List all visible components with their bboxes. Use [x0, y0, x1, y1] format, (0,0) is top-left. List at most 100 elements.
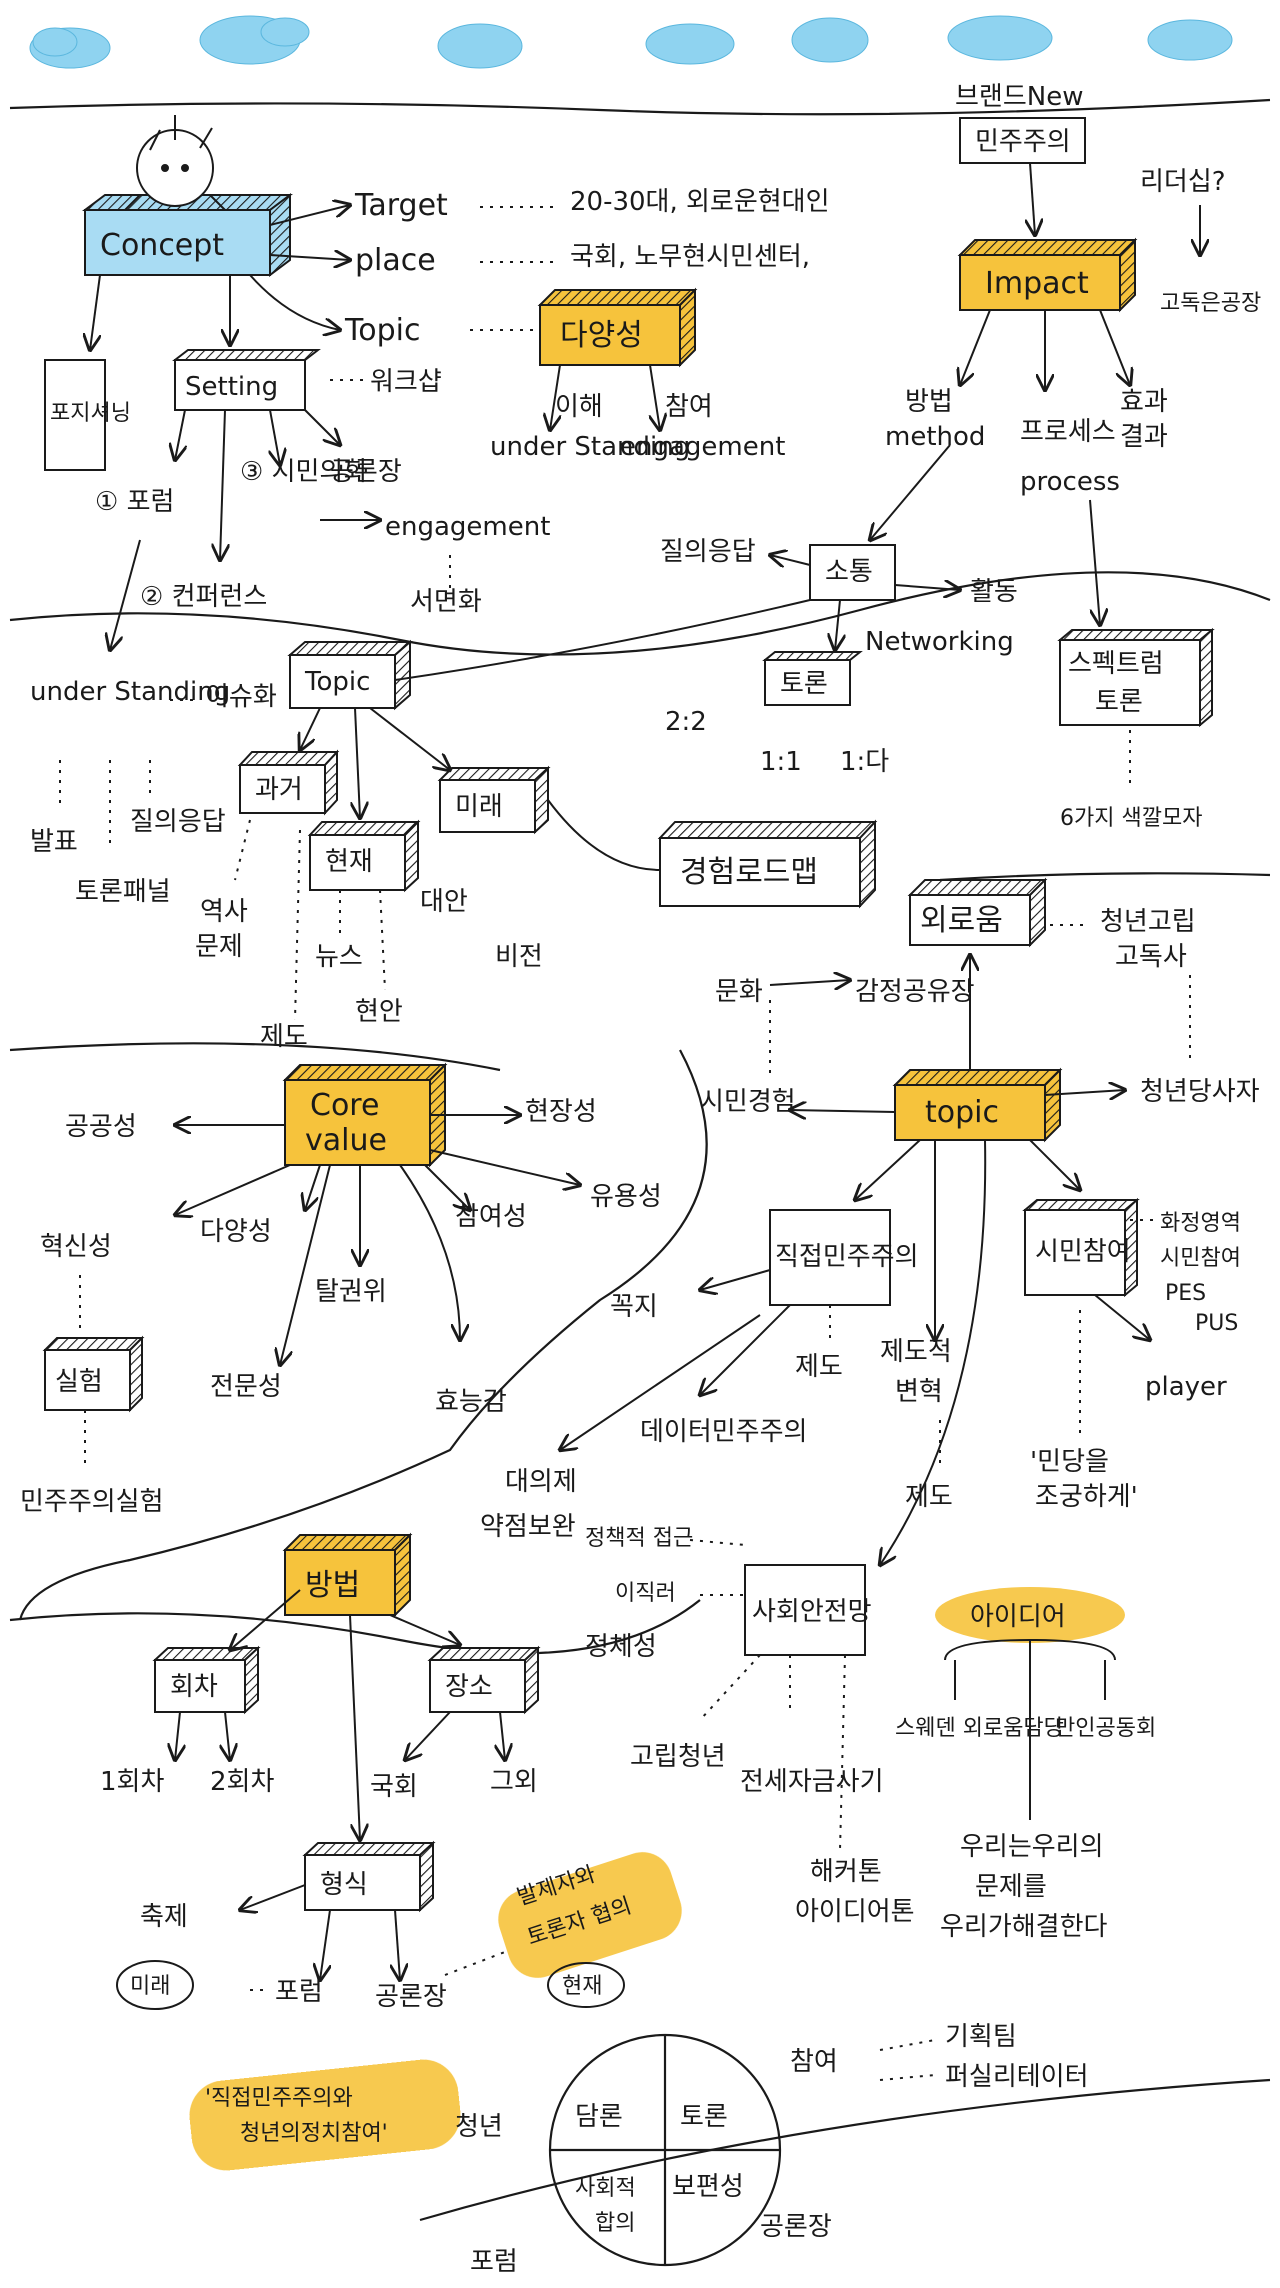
divider-lines: [9, 98, 1271, 2222]
communication-label: 소통: [825, 557, 873, 587]
method-label: method: [885, 422, 985, 452]
idea-thon-label: 아이디어톤: [795, 1897, 915, 1927]
concept-label: Concept: [100, 228, 224, 263]
history-label: 역사: [200, 897, 248, 927]
venue-label: 장소: [445, 1672, 493, 1702]
issue-label: 이슈화: [205, 682, 277, 712]
panel-label: 토론패널: [75, 877, 171, 907]
problem-label: 문제: [195, 932, 243, 962]
gongron2-label: 공론장: [375, 1982, 447, 2012]
core-label: Core: [310, 1088, 379, 1123]
youth-label: 청년: [455, 2112, 503, 2142]
r11-label: 1:1: [760, 747, 802, 777]
political-label: 정체성: [585, 1632, 657, 1662]
idea-brace: [944, 1638, 1116, 1820]
six-hats-label: 6가지 색깔모자: [1060, 806, 1202, 831]
planning-label: 기획팀: [945, 2022, 1017, 2052]
usefulness-label: 유용성: [590, 1182, 662, 1212]
r22-label: 2:2: [665, 707, 707, 737]
idea-label: 아이디어: [970, 1602, 1066, 1632]
reform-label: 변혁: [895, 1377, 943, 1407]
isolated-youth-label: 청년고립: [1100, 907, 1196, 937]
labels: Concept Target 20-30대, 외로운현대인 place 국회, …: [20, 82, 1261, 2277]
gongron-label: 공론장: [330, 457, 402, 487]
qna-label: 질의응답: [660, 537, 756, 567]
summary-pie: [548, 2033, 782, 2267]
democracy-label: 민주주의: [975, 127, 1071, 157]
effect-label: 효과: [1120, 387, 1168, 417]
dotted-connectors: [59, 206, 1191, 2081]
present-label: 현재: [325, 847, 373, 877]
carefully-label: 조궁하게': [1035, 1482, 1138, 1512]
consensus-label: 합의: [595, 2211, 635, 2236]
past-label: 과거: [255, 775, 303, 805]
pes-label: PES: [1165, 1281, 1206, 1306]
spectrum-label: 스펙트럼: [1068, 649, 1164, 679]
result-label: 결과: [1120, 422, 1168, 452]
future-circle: [116, 1960, 625, 2010]
gongron-bottom-label: 공론장: [760, 2212, 832, 2242]
round-label: 회차: [170, 1672, 218, 1702]
understanding-kr: 이해: [555, 392, 603, 422]
forum-f-label: 포럼: [275, 1977, 323, 2007]
we-solve3-label: 우리가해결한다: [940, 1912, 1108, 1942]
hackathon-label: 해커톤: [810, 1857, 882, 1887]
pending-label: 현안: [355, 997, 403, 1027]
round2-label: 2회차: [210, 1767, 274, 1797]
debate3-label: 토론: [680, 2102, 728, 2132]
culture-label: 문화: [715, 977, 763, 1007]
jeonse-fraud-label: 전세자금사기: [740, 1767, 884, 1797]
player-label: player: [1145, 1372, 1227, 1402]
written-label: 서면화: [410, 587, 482, 617]
festival-label: 축제: [140, 1902, 188, 1932]
setting-label: Setting: [185, 372, 278, 402]
facilitator-label: 퍼실리테이터: [945, 2062, 1089, 2092]
place-detail: 국회, 노무현시민센터,: [570, 242, 810, 272]
form-label: 형식: [320, 1870, 368, 1900]
innovation-label: 혁신성: [40, 1232, 112, 1262]
direct-youth2-label: 청년의정치참여': [240, 2121, 388, 2146]
brand-new-label: 브랜드New: [955, 82, 1083, 112]
leadership-label: 리더십?: [1140, 167, 1226, 197]
dehierarchy-label: 탈권위: [315, 1277, 387, 1307]
understanding-label: under Standing: [490, 432, 690, 462]
others-label: 그외: [490, 1767, 538, 1797]
engagement-label: engagement: [620, 432, 785, 462]
civic-forum3-label: ③ 시민의회: [240, 457, 367, 487]
efficacy-label: 효능감: [435, 1387, 507, 1417]
connectors: [90, 162, 1200, 1980]
forum-bottom-label: 포럼: [470, 2247, 518, 2277]
target-detail: 20-30대, 외로운현대인: [570, 187, 830, 217]
supplement-label: 약점보완: [480, 1512, 576, 1542]
participation-kr: 참여: [665, 392, 713, 422]
pus-label: PUS: [1195, 1311, 1238, 1336]
news-label: 뉴스: [315, 942, 363, 972]
process-kr-label: 프로세스: [1020, 417, 1116, 447]
mindang-label: '민당을: [1030, 1447, 1109, 1477]
system3-label: 제도: [905, 1482, 953, 1512]
sweden-label: 스웨덴 외로움담당: [895, 1716, 1064, 1741]
target-label: Target: [354, 188, 448, 223]
participation3-label: 참여: [790, 2047, 838, 2077]
universality-label: 보편성: [672, 2172, 744, 2202]
forum1-label: ① 포럼: [95, 487, 174, 517]
solitary-death-label: 고독사: [1115, 942, 1187, 972]
vision-label: 비전: [495, 942, 543, 972]
gongong-label: 공공성: [65, 1112, 137, 1142]
expertise-label: 전문성: [210, 1372, 282, 1402]
system-label: 제도: [260, 1022, 308, 1052]
understanding-left-label: under Standing: [30, 677, 230, 707]
diversity2-label: 다양성: [200, 1217, 272, 1247]
topic3-label: topic: [925, 1095, 999, 1130]
fieldness-label: 현장성: [525, 1097, 597, 1127]
civic-exp-label: 시민경험: [700, 1087, 796, 1117]
presentation-label: 발표: [30, 827, 78, 857]
place-label: place: [355, 243, 436, 278]
experiment-label: 실험: [55, 1367, 103, 1397]
cloud-decorations: [29, 15, 1233, 69]
civic-part-label: 시민참여: [1035, 1237, 1131, 1267]
direct-democ-label: 직접민주주의: [775, 1242, 919, 1272]
value-label: value: [305, 1123, 387, 1158]
topic-label: Topic: [344, 313, 420, 348]
many-label: 만인공동회: [1055, 1716, 1156, 1741]
